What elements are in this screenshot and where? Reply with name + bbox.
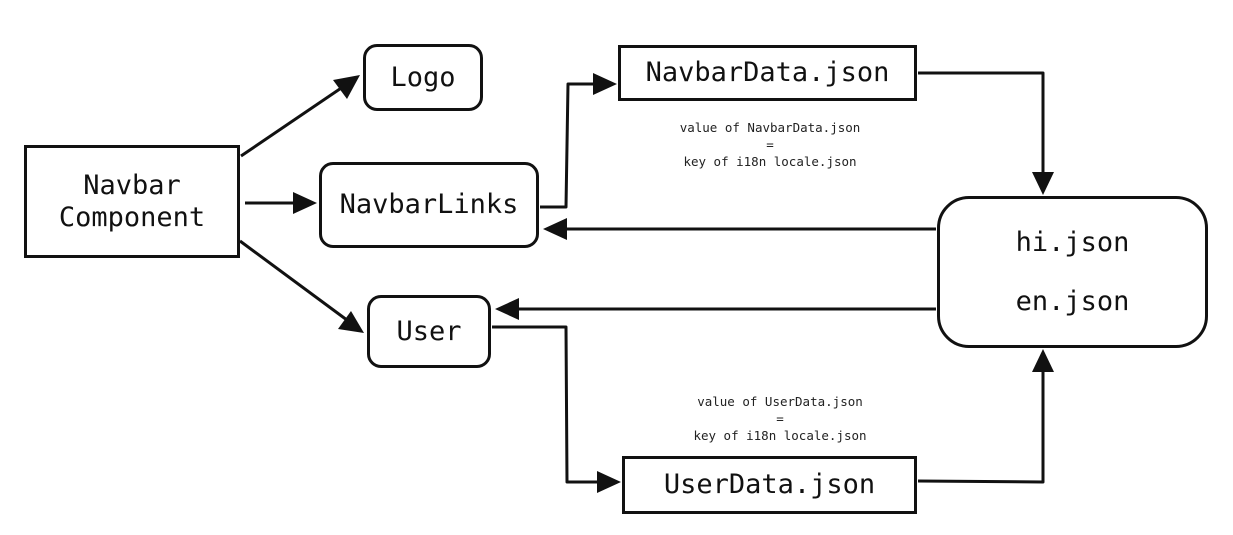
- user-data-mapping-note: value of UserData.json = key of i18n loc…: [610, 393, 950, 444]
- user-label: User: [396, 315, 462, 347]
- edge-user-to-userdata: [492, 325, 603, 484]
- hi-json-label: hi.json: [1015, 226, 1130, 258]
- navbar-component-node[interactable]: Navbar Component: [24, 145, 240, 258]
- arrowhead-locales-top: [1032, 172, 1054, 195]
- navbar-data-note-line1: value of NavbarData.json: [679, 120, 861, 135]
- user-data-json-label: UserData.json: [663, 469, 876, 501]
- navbar-component-label-line1: Navbar: [83, 170, 181, 202]
- user-data-note-line3: key of i18n locale.json: [693, 428, 867, 443]
- navbar-component-label-line2: Component: [58, 201, 206, 233]
- arrowhead-userdata: [597, 471, 621, 493]
- edge-navbarlinks-to-navbardata: [540, 82, 600, 209]
- logo-label: Logo: [390, 61, 456, 93]
- navbar-data-json-node[interactable]: NavbarData.json: [618, 45, 917, 101]
- navbar-data-mapping-note: value of NavbarData.json = key of i18n l…: [600, 119, 940, 170]
- logo-node[interactable]: Logo: [363, 44, 483, 111]
- navbar-data-note-line2: =: [766, 137, 774, 152]
- edge-userdata-to-locales: [917, 367, 1045, 484]
- user-node[interactable]: User: [367, 295, 491, 368]
- navbar-data-note-line3: key of i18n locale.json: [683, 154, 857, 169]
- arrowhead-user-return: [495, 298, 519, 320]
- navbar-links-node[interactable]: NavbarLinks: [319, 162, 539, 248]
- arrowhead-user-from-navbar: [338, 311, 364, 333]
- arrowhead-navbardata: [593, 73, 617, 95]
- navbar-data-json-label: NavbarData.json: [645, 57, 890, 89]
- arrowhead-logo: [333, 75, 360, 99]
- edge-navbar-to-logo: [240, 76, 357, 158]
- user-data-note-line2: =: [776, 411, 784, 426]
- navbar-links-label: NavbarLinks: [339, 189, 519, 221]
- edge-navbar-to-user: [239, 239, 352, 325]
- edge-navbardata-to-locales: [918, 71, 1045, 178]
- user-data-note-line1: value of UserData.json: [697, 394, 863, 409]
- en-json-label: en.json: [1015, 286, 1130, 317]
- locale-files-node[interactable]: hi.json en.json: [937, 196, 1208, 348]
- arrowhead-locales-bottom: [1032, 349, 1054, 372]
- user-data-json-node[interactable]: UserData.json: [622, 456, 917, 514]
- arrowhead-navbarlinks: [293, 192, 317, 214]
- arrowhead-navbarlinks-return: [543, 218, 567, 240]
